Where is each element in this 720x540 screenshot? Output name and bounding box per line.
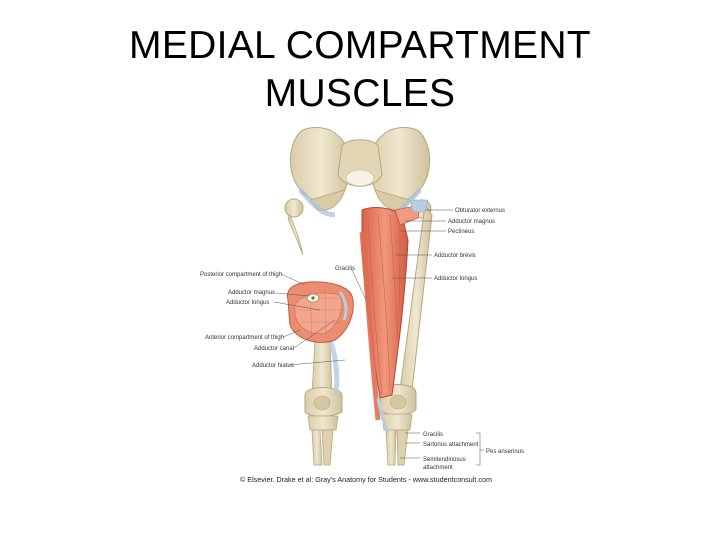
label-adductor-longus-right: Adductor longus <box>434 276 477 282</box>
title-line-1: MEDIAL COMPARTMENT <box>129 24 591 67</box>
left-femur <box>284 198 343 466</box>
pelvis <box>289 127 431 218</box>
label-adductor-longus-left: Adductor longus <box>226 300 269 306</box>
right-femur <box>379 199 433 466</box>
slide-title: MEDIAL COMPARTMENT MUSCLES <box>0 22 720 118</box>
leader-lines-bottom <box>400 432 484 466</box>
leader-lines-left <box>273 269 367 366</box>
thigh-cross-section <box>286 281 354 343</box>
label-adductor-brevis: Adductor brevis <box>434 253 476 259</box>
label-obturator-externus: Obturator externus <box>455 208 505 214</box>
label-semitendinosus-line1: Semitendinosus <box>423 457 466 463</box>
label-gracilis-top: Gracilis <box>335 266 355 272</box>
label-anterior-compartment: Anterior compartment of thigh <box>205 335 284 341</box>
label-semitendinosus-line2: attachment <box>423 465 453 471</box>
label-pes-anserinus: Pes anserinus <box>486 449 524 455</box>
label-adductor-canal: Adductor canal <box>254 346 294 352</box>
label-sartorius-attachment: Sartorius attachment <box>423 442 479 448</box>
title-line-2: MUSCLES <box>264 72 456 115</box>
label-adductor-hiatus: Adductor hiatus <box>252 363 294 369</box>
label-gracilis-bottom: Gracilis <box>423 432 443 438</box>
label-adductor-magnus-right: Adductor magnus <box>448 219 495 225</box>
label-pectineus: Pectineus <box>448 229 474 235</box>
label-posterior-compartment: Posterior compartment of thigh <box>200 272 282 278</box>
leader-lines-right <box>392 209 453 279</box>
label-adductor-magnus-left: Adductor magnus <box>228 290 275 296</box>
figure-credit: © Elsevier. Drake et al: Gray's Anatomy … <box>240 475 492 484</box>
